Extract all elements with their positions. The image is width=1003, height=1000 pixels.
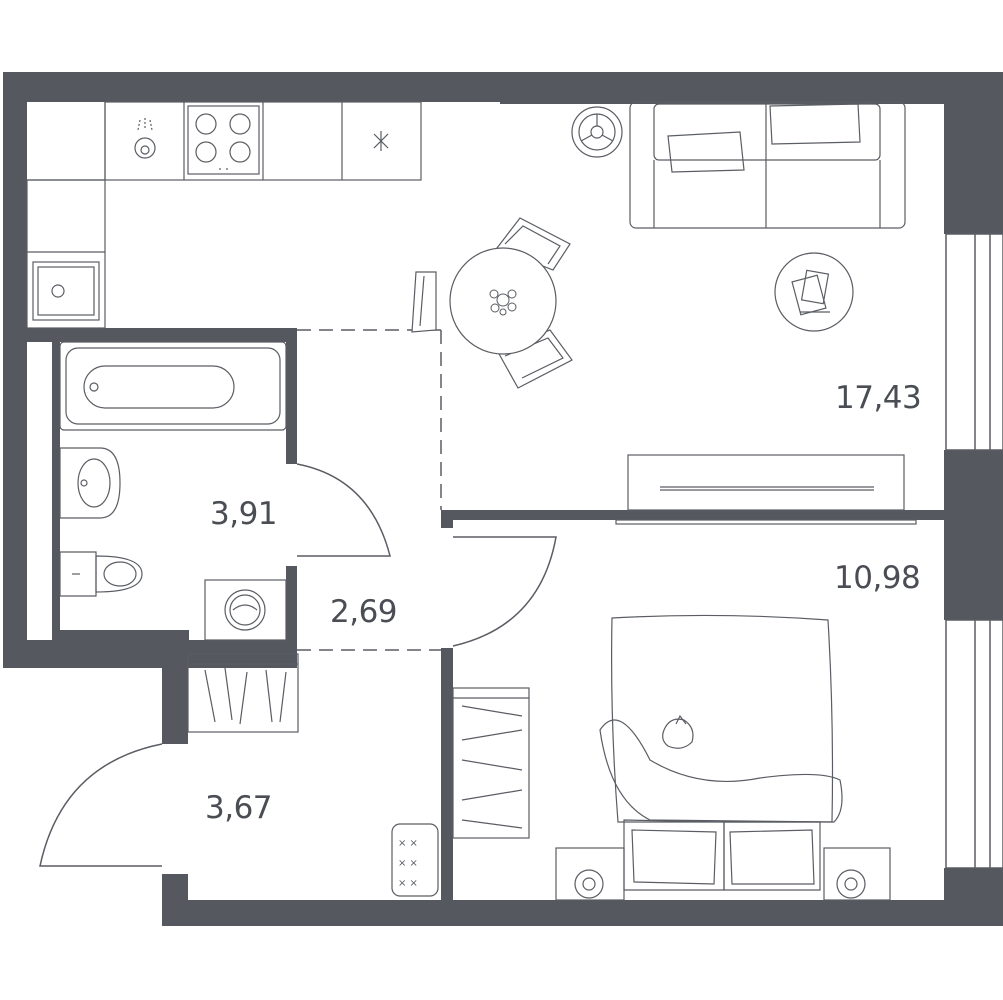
area-bedroom: 10,98	[834, 560, 920, 596]
area-labels: 17,43 3,91 2,69 3,67 10,98	[205, 380, 922, 826]
area-living-kitchen: 17,43	[835, 380, 921, 416]
sofa	[629, 101, 906, 229]
wardrobe	[452, 687, 530, 839]
chair-2	[411, 271, 437, 333]
living-furniture	[571, 101, 917, 525]
svg-text:× ×: × ×	[398, 858, 418, 869]
snowflake-icon	[373, 131, 389, 151]
windows	[945, 233, 1003, 869]
door-bedroom	[452, 536, 557, 647]
cat-icon	[662, 714, 694, 749]
bedroom-furniture	[452, 614, 891, 901]
coffee-table-icon	[774, 252, 854, 332]
cooktop-icon	[187, 105, 260, 175]
flower-icon	[489, 289, 517, 316]
area-bathroom: 3,91	[210, 496, 277, 532]
door-entrance	[39, 743, 163, 867]
bedroom-tv	[615, 519, 917, 525]
nightstand-left	[555, 847, 625, 901]
tv-stand	[627, 454, 905, 511]
walls	[3, 72, 1003, 926]
bathtub	[59, 341, 287, 431]
faucet-icon	[134, 118, 156, 159]
svg-text:× ×: × ×	[398, 878, 418, 889]
doors	[39, 463, 557, 867]
nightstand-right	[823, 847, 891, 901]
toilet	[59, 551, 143, 597]
dining-set	[411, 217, 573, 389]
door-bathroom	[296, 463, 391, 557]
washing-machine-icon	[204, 579, 287, 641]
sink	[59, 447, 121, 519]
bathroom-fixtures	[59, 341, 287, 641]
lamp-table-icon	[571, 106, 623, 158]
kitchen	[26, 101, 422, 329]
svg-text:× ×: × ×	[398, 838, 418, 849]
bed	[599, 614, 843, 891]
shoe-rack	[187, 653, 299, 733]
area-corridor: 2,69	[330, 594, 397, 630]
hallway-furniture: × × × × × ×	[187, 653, 439, 897]
dishwasher-icon	[32, 261, 100, 321]
radiator-icon: × × × × × ×	[391, 823, 439, 897]
area-hallway: 3,67	[205, 790, 272, 826]
